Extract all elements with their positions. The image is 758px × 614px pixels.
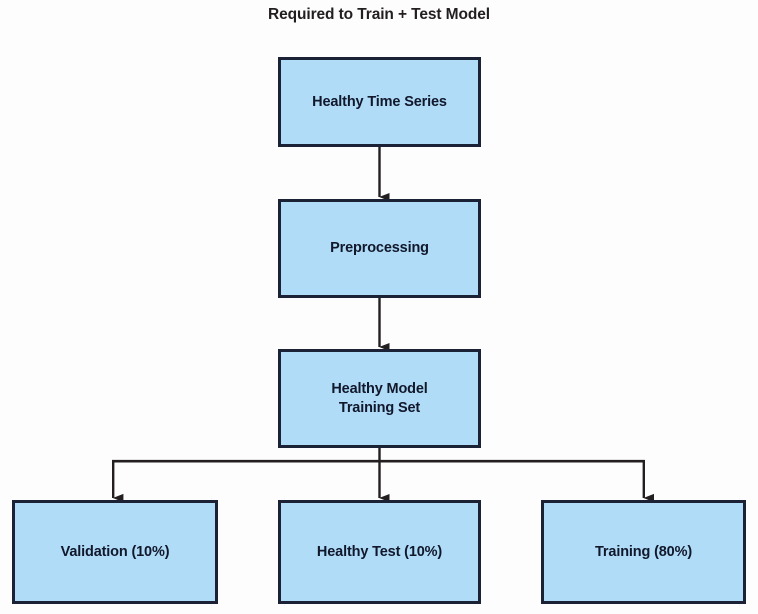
node-label: Healthy Time Series bbox=[312, 93, 447, 110]
node-label: Healthy Test (10%) bbox=[316, 543, 443, 560]
page-title: Required to Train + Test Model bbox=[268, 6, 490, 23]
node-label: Validation (10%) bbox=[60, 543, 170, 560]
node-preprocessing[interactable]: Preprocessing bbox=[278, 199, 481, 298]
node-training[interactable]: Training (80%) bbox=[541, 500, 746, 604]
node-healthy-test[interactable]: Healthy Test (10%) bbox=[278, 500, 481, 604]
node-validation[interactable]: Validation (10%) bbox=[12, 500, 218, 604]
node-label: Training (80%) bbox=[595, 543, 692, 560]
node-label: Preprocessing bbox=[330, 240, 429, 257]
node-healthy-model-training-set[interactable]: Healthy Model Training Set bbox=[278, 349, 481, 448]
node-healthy-time-series[interactable]: Healthy Time Series bbox=[278, 57, 481, 147]
node-label: Healthy Model Training Set bbox=[331, 381, 428, 416]
